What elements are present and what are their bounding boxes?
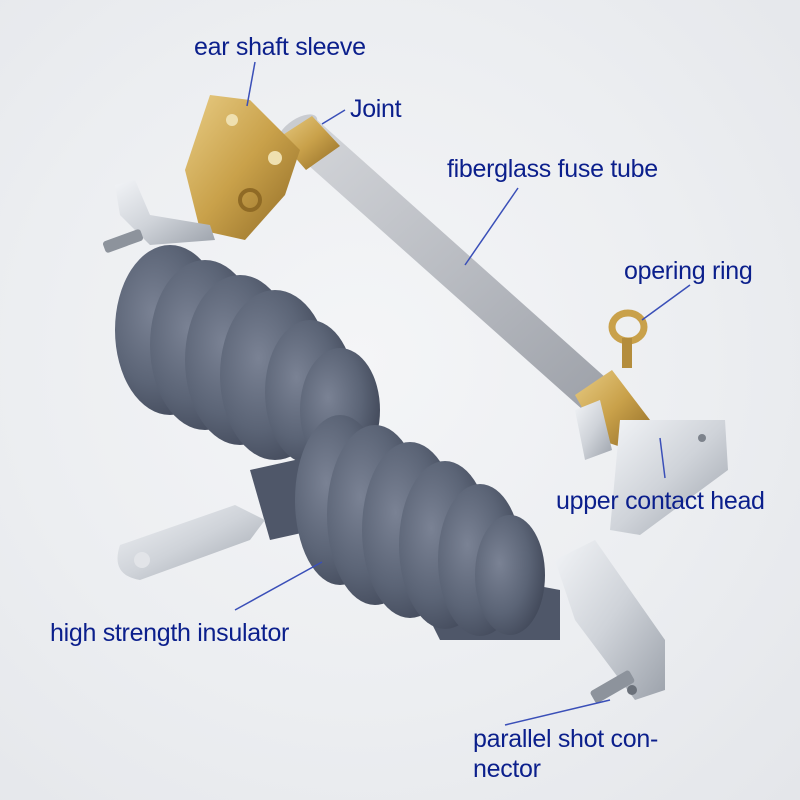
insulator-lower-stack [295,415,545,636]
ear-shaft-sleeve-bracket [102,95,300,253]
leader-joint [321,109,346,125]
leader-upper-contact-head [659,437,666,479]
label-joint: Joint [350,95,402,123]
leader-opering-ring [641,284,691,321]
label-fiberglass-fuse-tube: fiberglass fuse tube [447,155,658,183]
label-upper-contact-head: upper contact head [556,487,765,515]
leader-parallel-connector [504,699,611,726]
label-parallel-shot-connector-line1: parallel shot con- [473,725,658,753]
top-brass-joint [278,116,340,170]
leader-ear-shaft-sleeve [246,61,256,107]
label-high-strength-insulator: high strength insulator [50,619,290,647]
label-parallel-shot-connector: parallel shot con- nector [473,724,733,784]
label-ear-shaft-sleeve: ear shaft sleeve [194,33,366,61]
terminal-lug [117,505,265,580]
upper-contact-head [575,400,728,535]
leader-insulator [234,561,323,611]
leader-fuse-tube [464,187,519,266]
leader-lines [234,61,691,726]
label-parallel-shot-connector-line2: nector [473,755,541,783]
label-opering-ring: opering ring [624,257,753,285]
lower-bracket [555,540,665,703]
